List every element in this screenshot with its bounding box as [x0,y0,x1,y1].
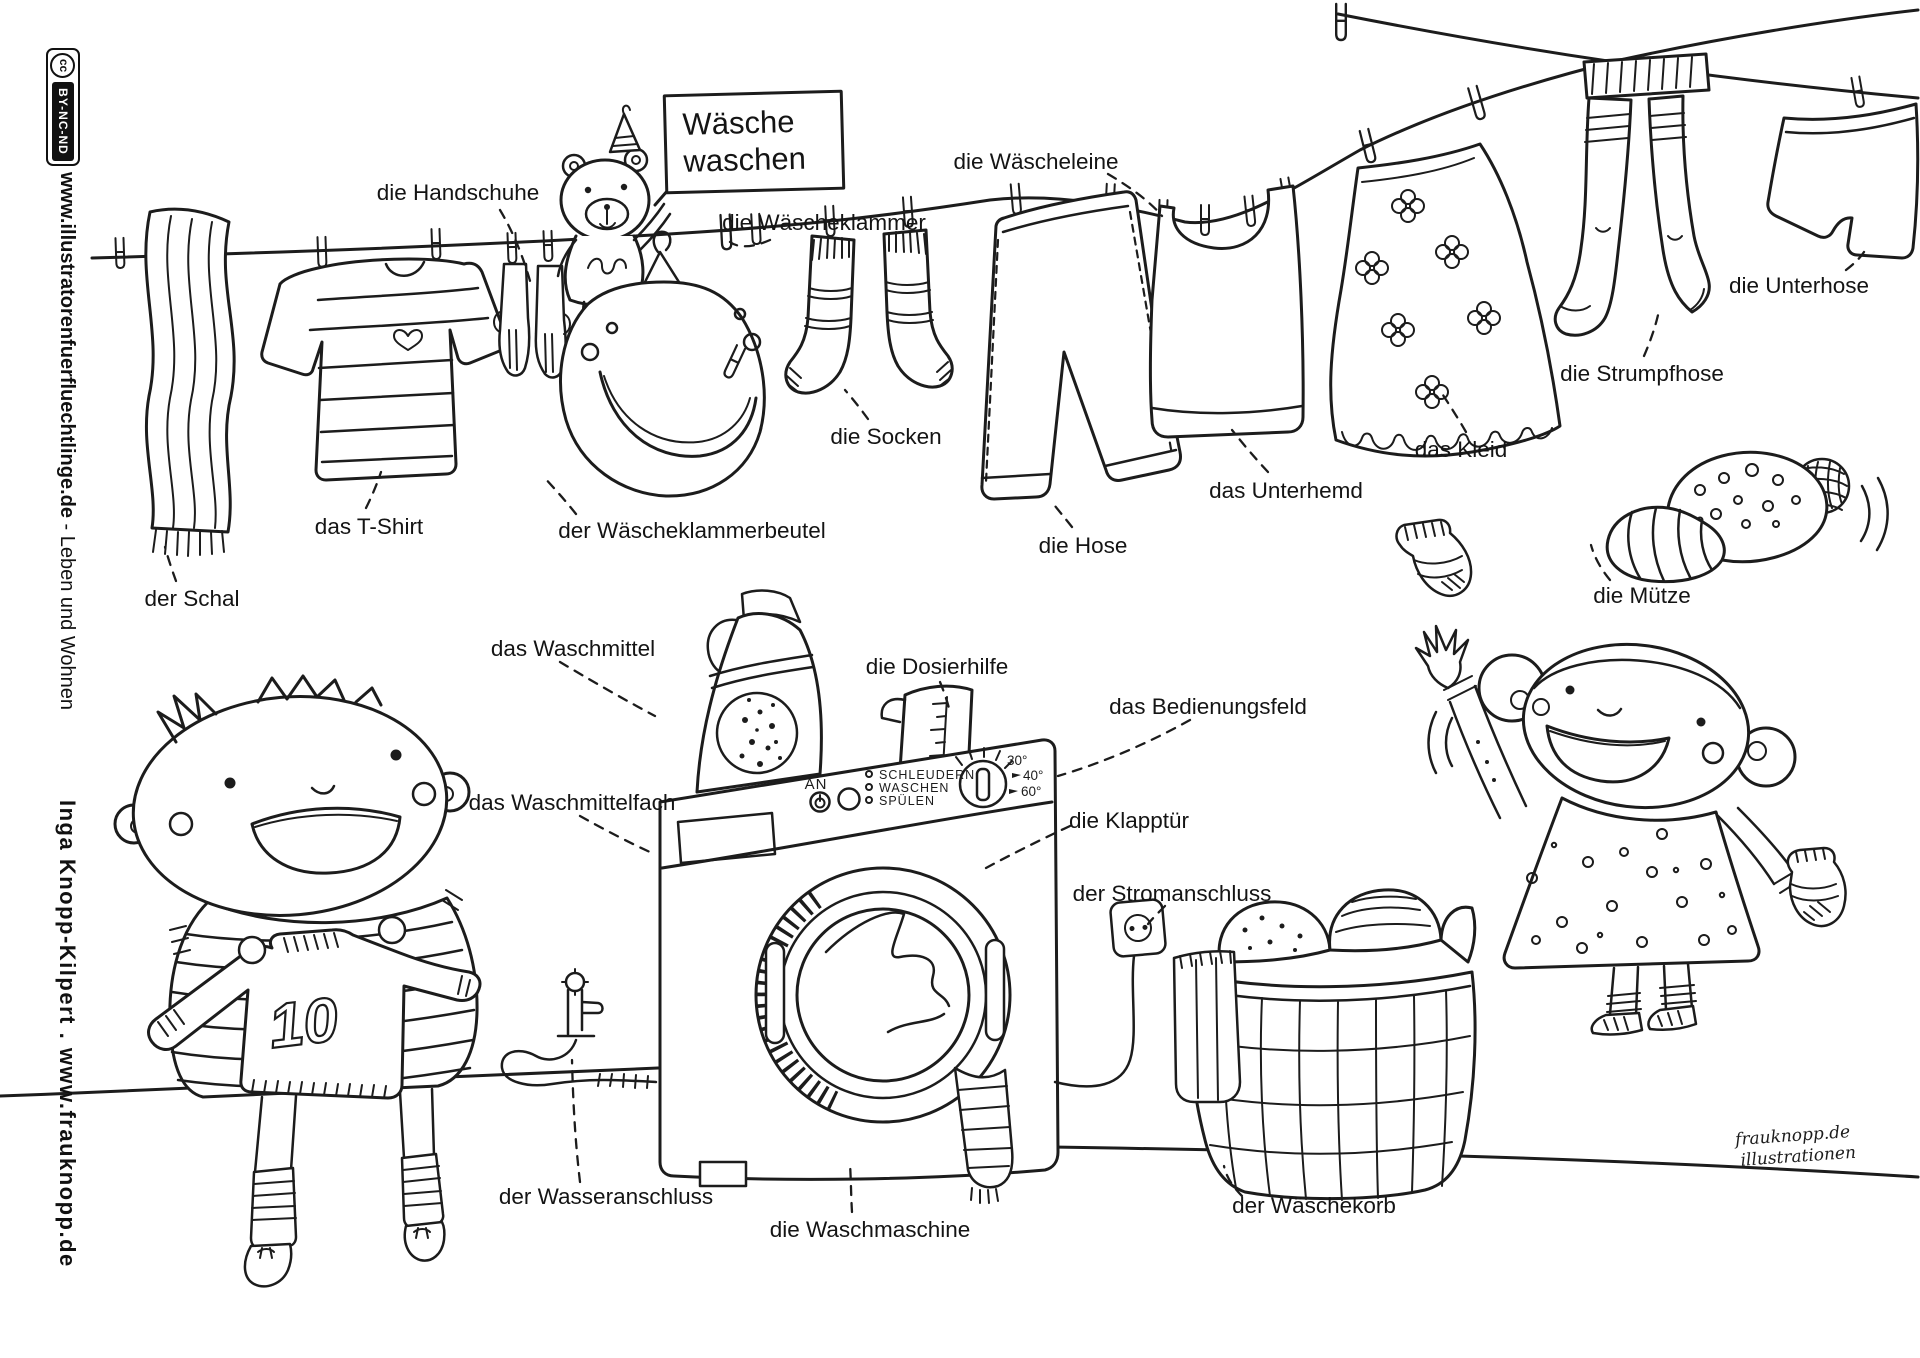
leader-lines [163,172,1866,1214]
artist-signature: frauknopp.de illustrationen [1733,1122,1857,1171]
cc-logo-icon: cc [50,53,76,78]
label-muetze: die Mütze [1593,583,1691,608]
temperature-dial [955,747,1021,809]
boy-legs [243,1087,446,1288]
power-socket-drawing [1053,898,1167,1088]
label-waschmaschine: die Waschmaschine [769,1217,971,1242]
label-hose: die Hose [1038,533,1128,558]
boy-drawing: 10 [113,674,482,1288]
label-socken: die Socken [830,424,942,449]
tights-drawing [1553,52,1711,337]
site-credit-suffix: - Leben und Wohnen [56,517,78,710]
towel-on-basket [1172,950,1242,1104]
label-waschmittelfach: das Waschmittelfach [468,790,676,815]
girl-hand-raised [1414,624,1470,690]
tshirt-drawing [260,257,510,482]
scarf-drawing [144,207,236,557]
label-waescheklammerbeutel: der Wäscheklammerbeutel [558,518,826,543]
panel-temp-40: 40° [1023,768,1043,783]
clothespin-bag-drawing [559,230,766,498]
porthole-door [754,866,1012,1124]
flying-sock-drawing [1395,518,1473,597]
cc-license-terms: BY-NC-ND [52,82,74,161]
bottle-dots [739,698,782,767]
machine-foot [698,1160,748,1188]
cloth-in-door [953,1066,1014,1204]
site-credit-url: www.illustratorenfuerfluechtlinge.de [56,172,78,518]
dress-flowers [1355,189,1501,409]
cc-license-badge: cc BY-NC-ND [46,48,80,166]
sock-drawing [784,234,856,395]
label-unterhose: die Unterhose [1728,273,1870,298]
label-waescheleine: die Wäscheleine [953,149,1119,174]
title-line-1: Wäsche [682,103,795,142]
knob-button [837,787,861,811]
label-strumpfhose: die Strumpfhose [1560,361,1724,386]
label-stromanschluss: der Stromanschluss [1072,881,1272,906]
title-sign: Wäsche waschen [662,89,846,195]
label-kleid: das Kleid [1414,437,1508,462]
gloves-drawing [493,262,571,379]
motion-arcs-hat [1859,476,1889,552]
boy-mouth [250,806,402,875]
boy-jersey: 10 [147,928,482,1100]
label-unterhemd: das Unterhemd [1209,478,1363,503]
artist-credit: Inga Knopp-Kilpert . www.frauknopp.de [55,800,80,1268]
panel-mode-1: SCHLEUDERN [879,768,975,782]
washing-machine-drawing [658,738,1060,1204]
label-wasseranschluss: der Wasseranschluss [498,1184,714,1209]
boy-hand-left [237,935,267,965]
bobble-hat-drawing [1605,450,1889,584]
detergent-bottle-drawing [695,589,823,794]
panel-mode-2: WASCHEN [879,781,949,795]
girl-dress [1502,796,1761,970]
label-waschmittel: das Waschmittel [490,636,656,661]
boxer-shorts-drawing [1766,102,1920,260]
detergent-drawer [676,811,777,865]
title-line-2: waschen [683,140,807,179]
label-handschuhe: die Handschuhe [376,180,540,205]
water-tap-drawing [500,968,658,1089]
dress-dots [1526,828,1737,954]
label-schal: der Schal [144,586,240,611]
dress-drawing [1329,142,1562,458]
trousers-drawing [980,190,1182,501]
jersey-number: 10 [265,985,342,1062]
undershirt-drawing [1149,184,1305,439]
laundry-basket-drawing [1172,888,1477,1201]
boy-hand-right [377,915,407,945]
motion-arcs-girl [1427,710,1454,775]
label-bedienungsfeld: das Bedienungsfeld [1109,694,1307,719]
label-tshirt: das T-Shirt [314,514,424,539]
boy-hair [156,674,383,744]
sock-drawing-2 [882,228,954,389]
panel-temp-60: 60° [1021,784,1041,799]
label-dosierhilfe: die Dosierhilfe [865,654,1009,679]
panel-temp-30: 30° [1007,753,1027,768]
label-waescheklammer: die Wäscheklammer [722,210,926,235]
power-button [809,791,831,813]
sock-in-hand [1786,846,1847,928]
label-waeschekorb: der Wäschekorb [1232,1193,1396,1218]
panel-mode-3: SPÜLEN [879,794,935,808]
site-credit: www.illustratorenfuerfluechtlinge.de - L… [55,172,78,710]
girl-drawing [1414,624,1847,1036]
girl-legs [1590,962,1698,1036]
label-klapptuer: die Klapptür [1068,808,1190,833]
panel-power-label: AN [805,776,828,793]
